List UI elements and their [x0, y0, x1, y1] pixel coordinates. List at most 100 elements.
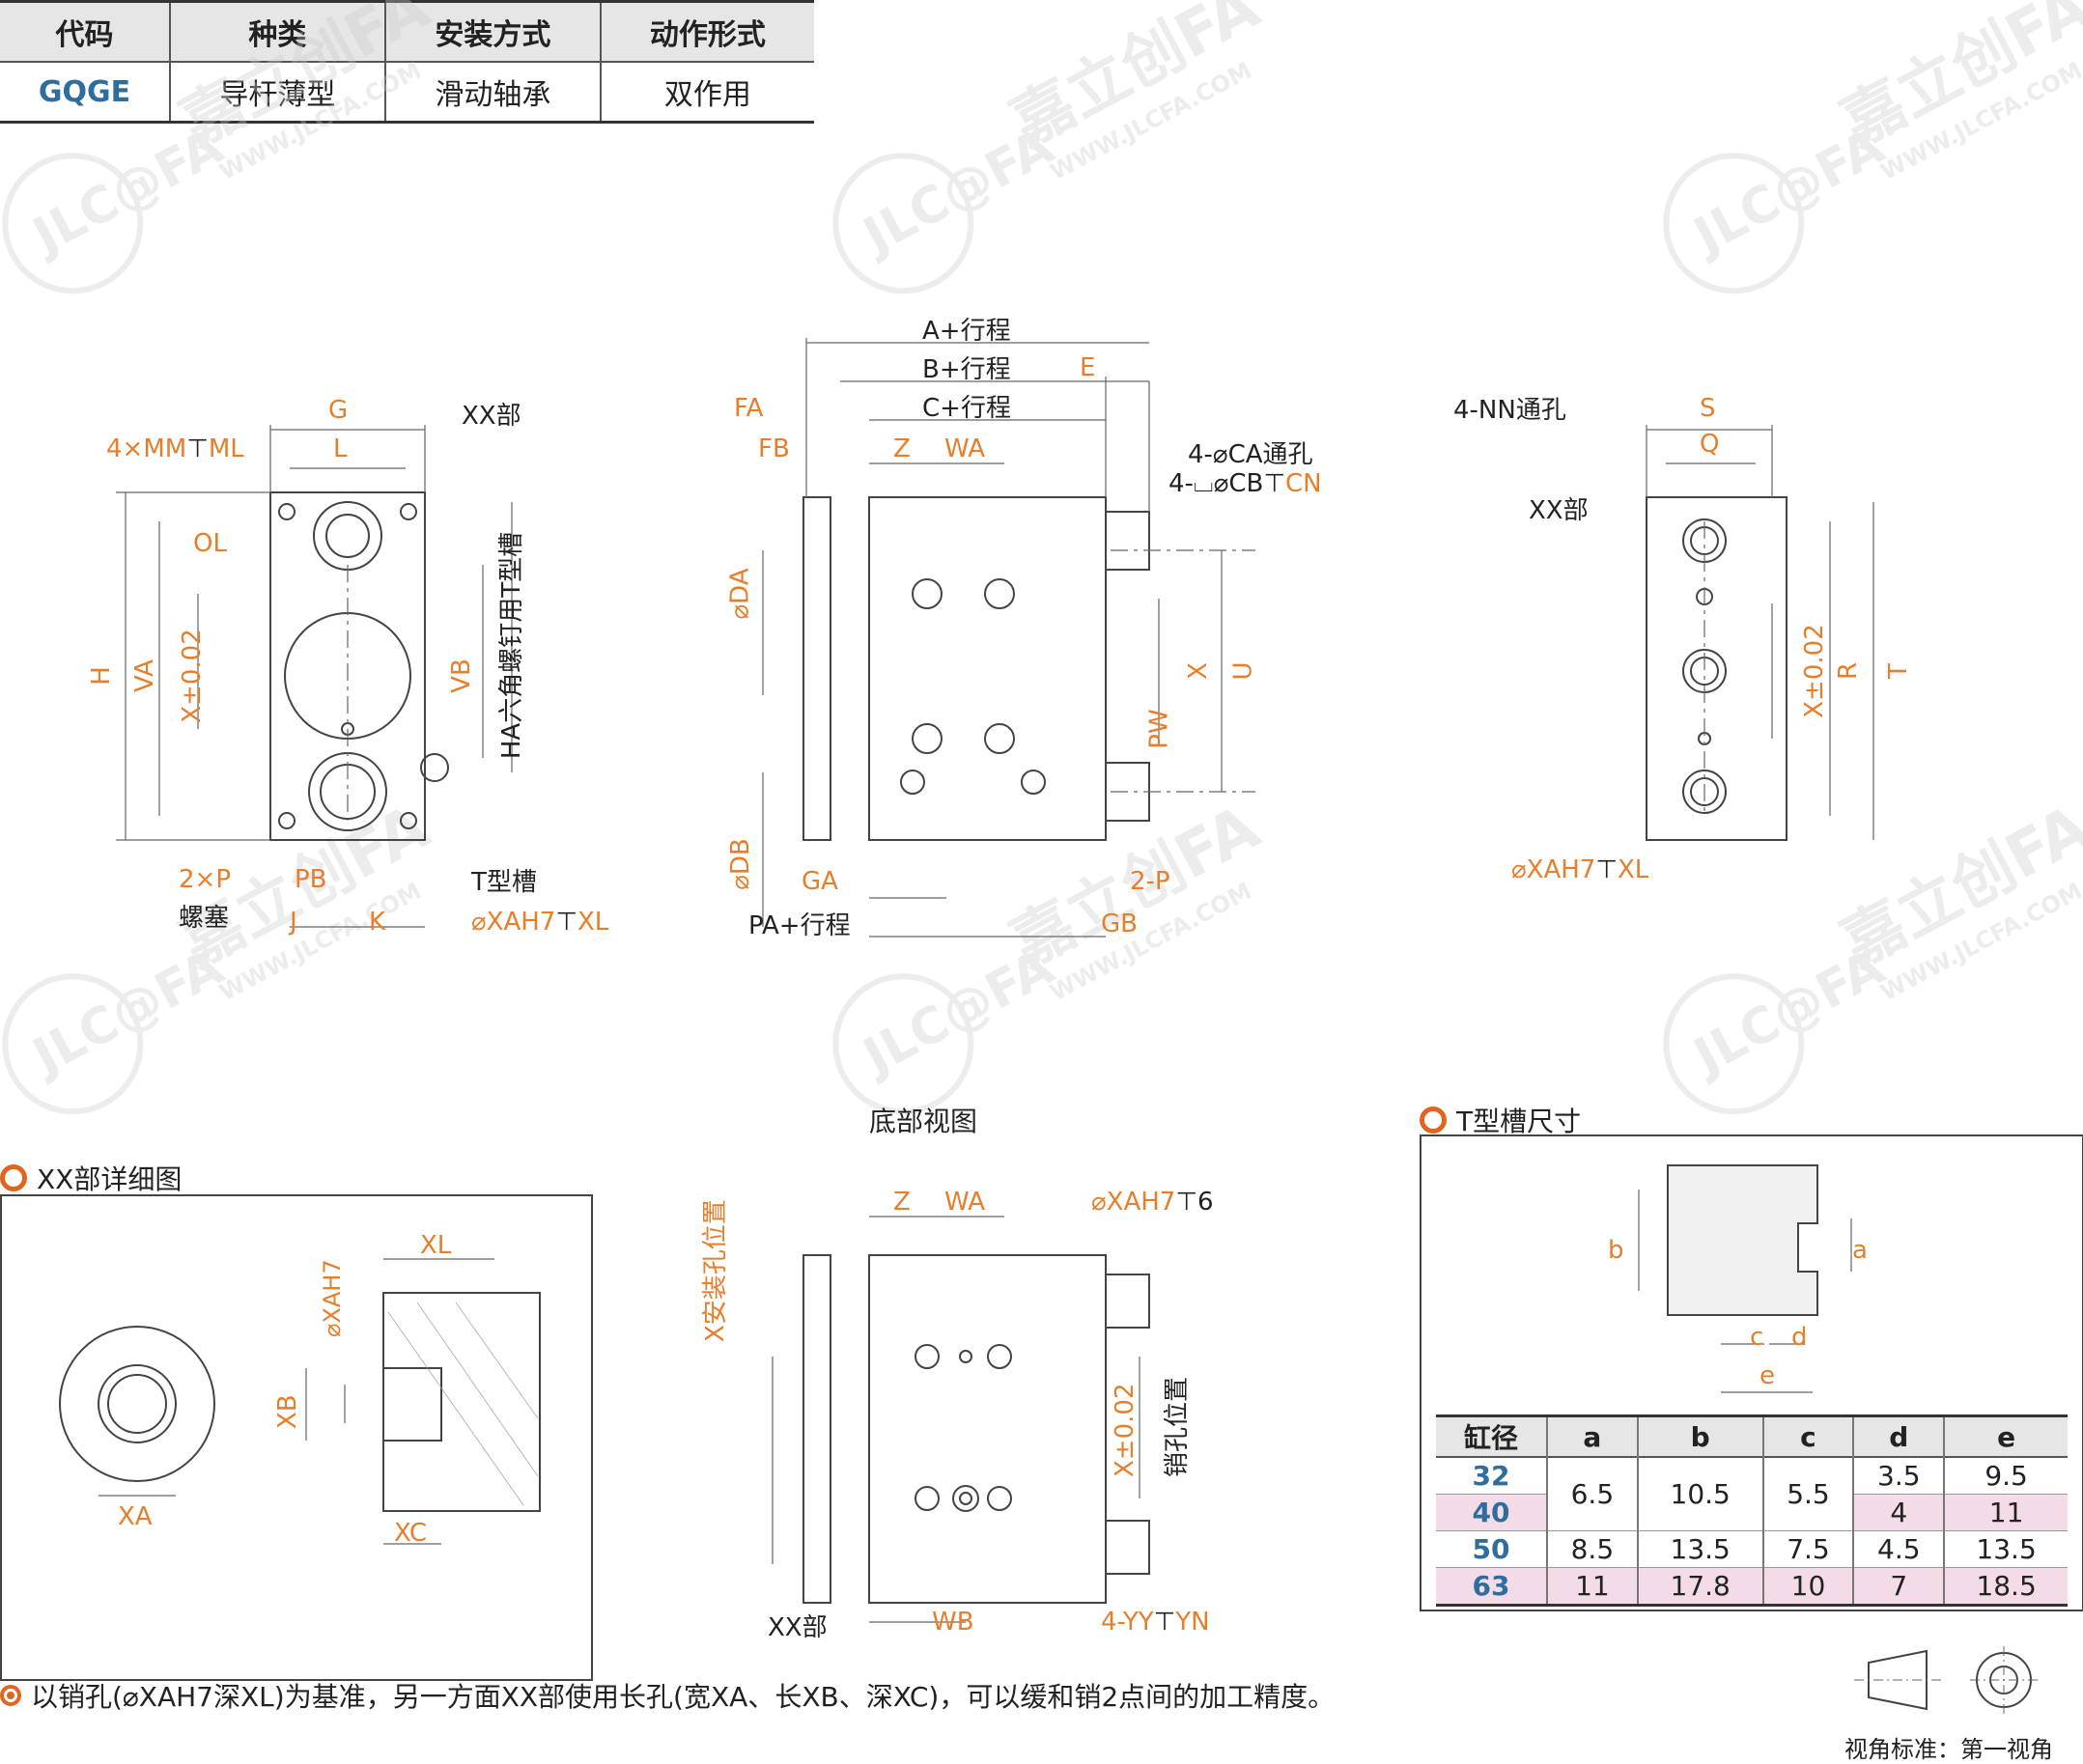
label-C-stroke: C+行程	[922, 394, 1011, 423]
label-G: G	[328, 396, 349, 425]
label-X-side: X	[1183, 662, 1213, 680]
label-XA-end: ⌀XAH7	[1511, 855, 1596, 884]
label-A-stroke: A+行程	[922, 317, 1011, 346]
ring-bullet-icon	[1420, 1106, 1447, 1134]
label-CN: CN	[1285, 469, 1322, 498]
t-slot-profile	[1667, 1164, 1818, 1316]
t-slot-title: T型槽尺寸	[1456, 1106, 1582, 1137]
label-L: L	[333, 434, 348, 463]
product-mounting: 滑动轴承	[384, 62, 602, 123]
label-X-tolerance: X±0.02	[177, 629, 207, 723]
label-xx-part-bottom: XX部	[768, 1613, 828, 1642]
label-T: T	[1883, 663, 1913, 679]
label-DB: ⌀DB	[725, 838, 755, 890]
side-view-drawing	[762, 338, 1255, 938]
label-XB: XB	[273, 1394, 302, 1429]
label-HA-tslot: HA六角螺钉用T型槽	[497, 531, 527, 760]
label-xx-part: XX部	[462, 402, 521, 431]
label-U: U	[1228, 661, 1258, 681]
ring-bullet-icon	[0, 1164, 27, 1191]
label-GB: GB	[1101, 910, 1138, 938]
label-4-CB: 4-⌴⌀CB	[1168, 469, 1264, 498]
label-FB: FB	[758, 434, 790, 463]
front-body-outline	[269, 491, 426, 841]
t-slot-drawing	[1638, 1164, 1852, 1393]
label-XL-end: XL	[1618, 855, 1649, 884]
watermark-logo-icon	[2, 153, 144, 294]
table-row: 50 8.5 13.5 7.5 4.5 13.5	[1436, 1530, 2068, 1568]
header-a: a	[1546, 1415, 1639, 1457]
first-angle-projection-icon	[1854, 1646, 2038, 1714]
product-code: GQGE	[0, 62, 171, 123]
footnote: 以销孔(⌀XAH7深XL)为基准，另一方面XX部使用长孔(宽XA、长XB、深XC…	[31, 1681, 1336, 1713]
watermark-logo-icon	[1663, 153, 1805, 294]
label-S: S	[1700, 394, 1716, 423]
header-d: d	[1853, 1415, 1946, 1457]
label-X-tolerance-end: X±0.02	[1799, 624, 1829, 718]
label-WA-bottom: WA	[944, 1188, 986, 1217]
header-c: c	[1762, 1415, 1855, 1457]
header-e: e	[1997, 1420, 2016, 1453]
label-xx-part-end: XX部	[1529, 496, 1589, 525]
watermark-logo-icon	[1663, 973, 1805, 1115]
label-PW: PW	[1144, 709, 1174, 749]
plate-outline	[802, 496, 831, 841]
label-XC: XC	[394, 1519, 428, 1548]
label-OL: OL	[193, 529, 227, 558]
label-PA-stroke: PA+行程	[748, 911, 851, 940]
label-K: K	[369, 908, 386, 937]
bullet-dot-icon	[0, 1685, 21, 1706]
label-depth-6: 6	[1197, 1188, 1214, 1217]
label-a: a	[1852, 1236, 1868, 1265]
header-b: b	[1637, 1415, 1764, 1457]
spec-table: 代码 种类 安装方式 动作形式 GQGE 导杆薄型 滑动轴承 双作用	[0, 0, 814, 124]
label-X-tolerance-bottom: X±0.02	[1111, 1383, 1140, 1478]
projection-label: 视角标准：第一视角	[1844, 1736, 2053, 1763]
table-row: 32 6.5 10.5 5.5 3.5 9.5	[1436, 1457, 2068, 1531]
xx-detail-title: XX部详细图	[37, 1163, 183, 1195]
product-type: 导杆薄型	[169, 62, 386, 123]
label-plug: 螺塞	[179, 904, 230, 933]
label-d: d	[1791, 1323, 1808, 1352]
label-FA: FA	[734, 394, 764, 423]
label-WA-side: WA	[944, 434, 986, 463]
label-2xP: 2×P	[179, 865, 232, 894]
label-Q: Q	[1700, 430, 1720, 459]
label-J: J	[290, 908, 297, 937]
label-XA-detail-rotated: ⌀XAH7	[319, 1259, 346, 1337]
label-2-P-side: 2-P	[1130, 867, 1170, 896]
bottom-view-title: 底部视图	[869, 1106, 978, 1137]
xx-detail-box	[0, 1194, 593, 1681]
label-DA: ⌀DA	[725, 568, 755, 620]
rod-circle-top	[313, 501, 382, 571]
header-bore: 缸径	[1436, 1415, 1548, 1457]
watermark-logo-icon	[832, 153, 974, 294]
table-row: 63 11 17.8 10 7 18.5	[1436, 1567, 2068, 1606]
label-4-YY: 4-YY	[1101, 1608, 1154, 1637]
label-Z-side: Z	[893, 434, 911, 463]
label-E: E	[1080, 353, 1096, 382]
label-pin-hole-position: 销孔位置	[1163, 1376, 1192, 1477]
end-body-outline	[1646, 496, 1787, 841]
label-GA: GA	[802, 867, 838, 896]
product-action: 双作用	[663, 78, 751, 112]
header-type: 种类	[169, 1, 386, 63]
label-e: e	[1759, 1361, 1775, 1390]
label-c: c	[1750, 1323, 1764, 1352]
label-B-stroke: B+行程	[922, 355, 1011, 384]
label-VA: VA	[129, 659, 159, 692]
plate-outline-bottom	[802, 1254, 831, 1604]
label-XL-detail: XL	[420, 1231, 452, 1260]
label-XL-front: XL	[577, 908, 609, 937]
label-X-mount-position: X安装孔位置	[701, 1199, 730, 1342]
label-Z-bottom: Z	[893, 1188, 911, 1217]
body-outline-bottom	[868, 1254, 1107, 1604]
header-action: 动作形式	[600, 1, 814, 63]
front-view-drawing	[116, 425, 513, 928]
label-H: H	[86, 666, 116, 686]
label-ML: ML	[208, 434, 244, 463]
header-mounting: 安装方式	[384, 1, 602, 63]
label-XA-front: ⌀XAH7	[471, 908, 556, 937]
label-b: b	[1608, 1236, 1624, 1265]
